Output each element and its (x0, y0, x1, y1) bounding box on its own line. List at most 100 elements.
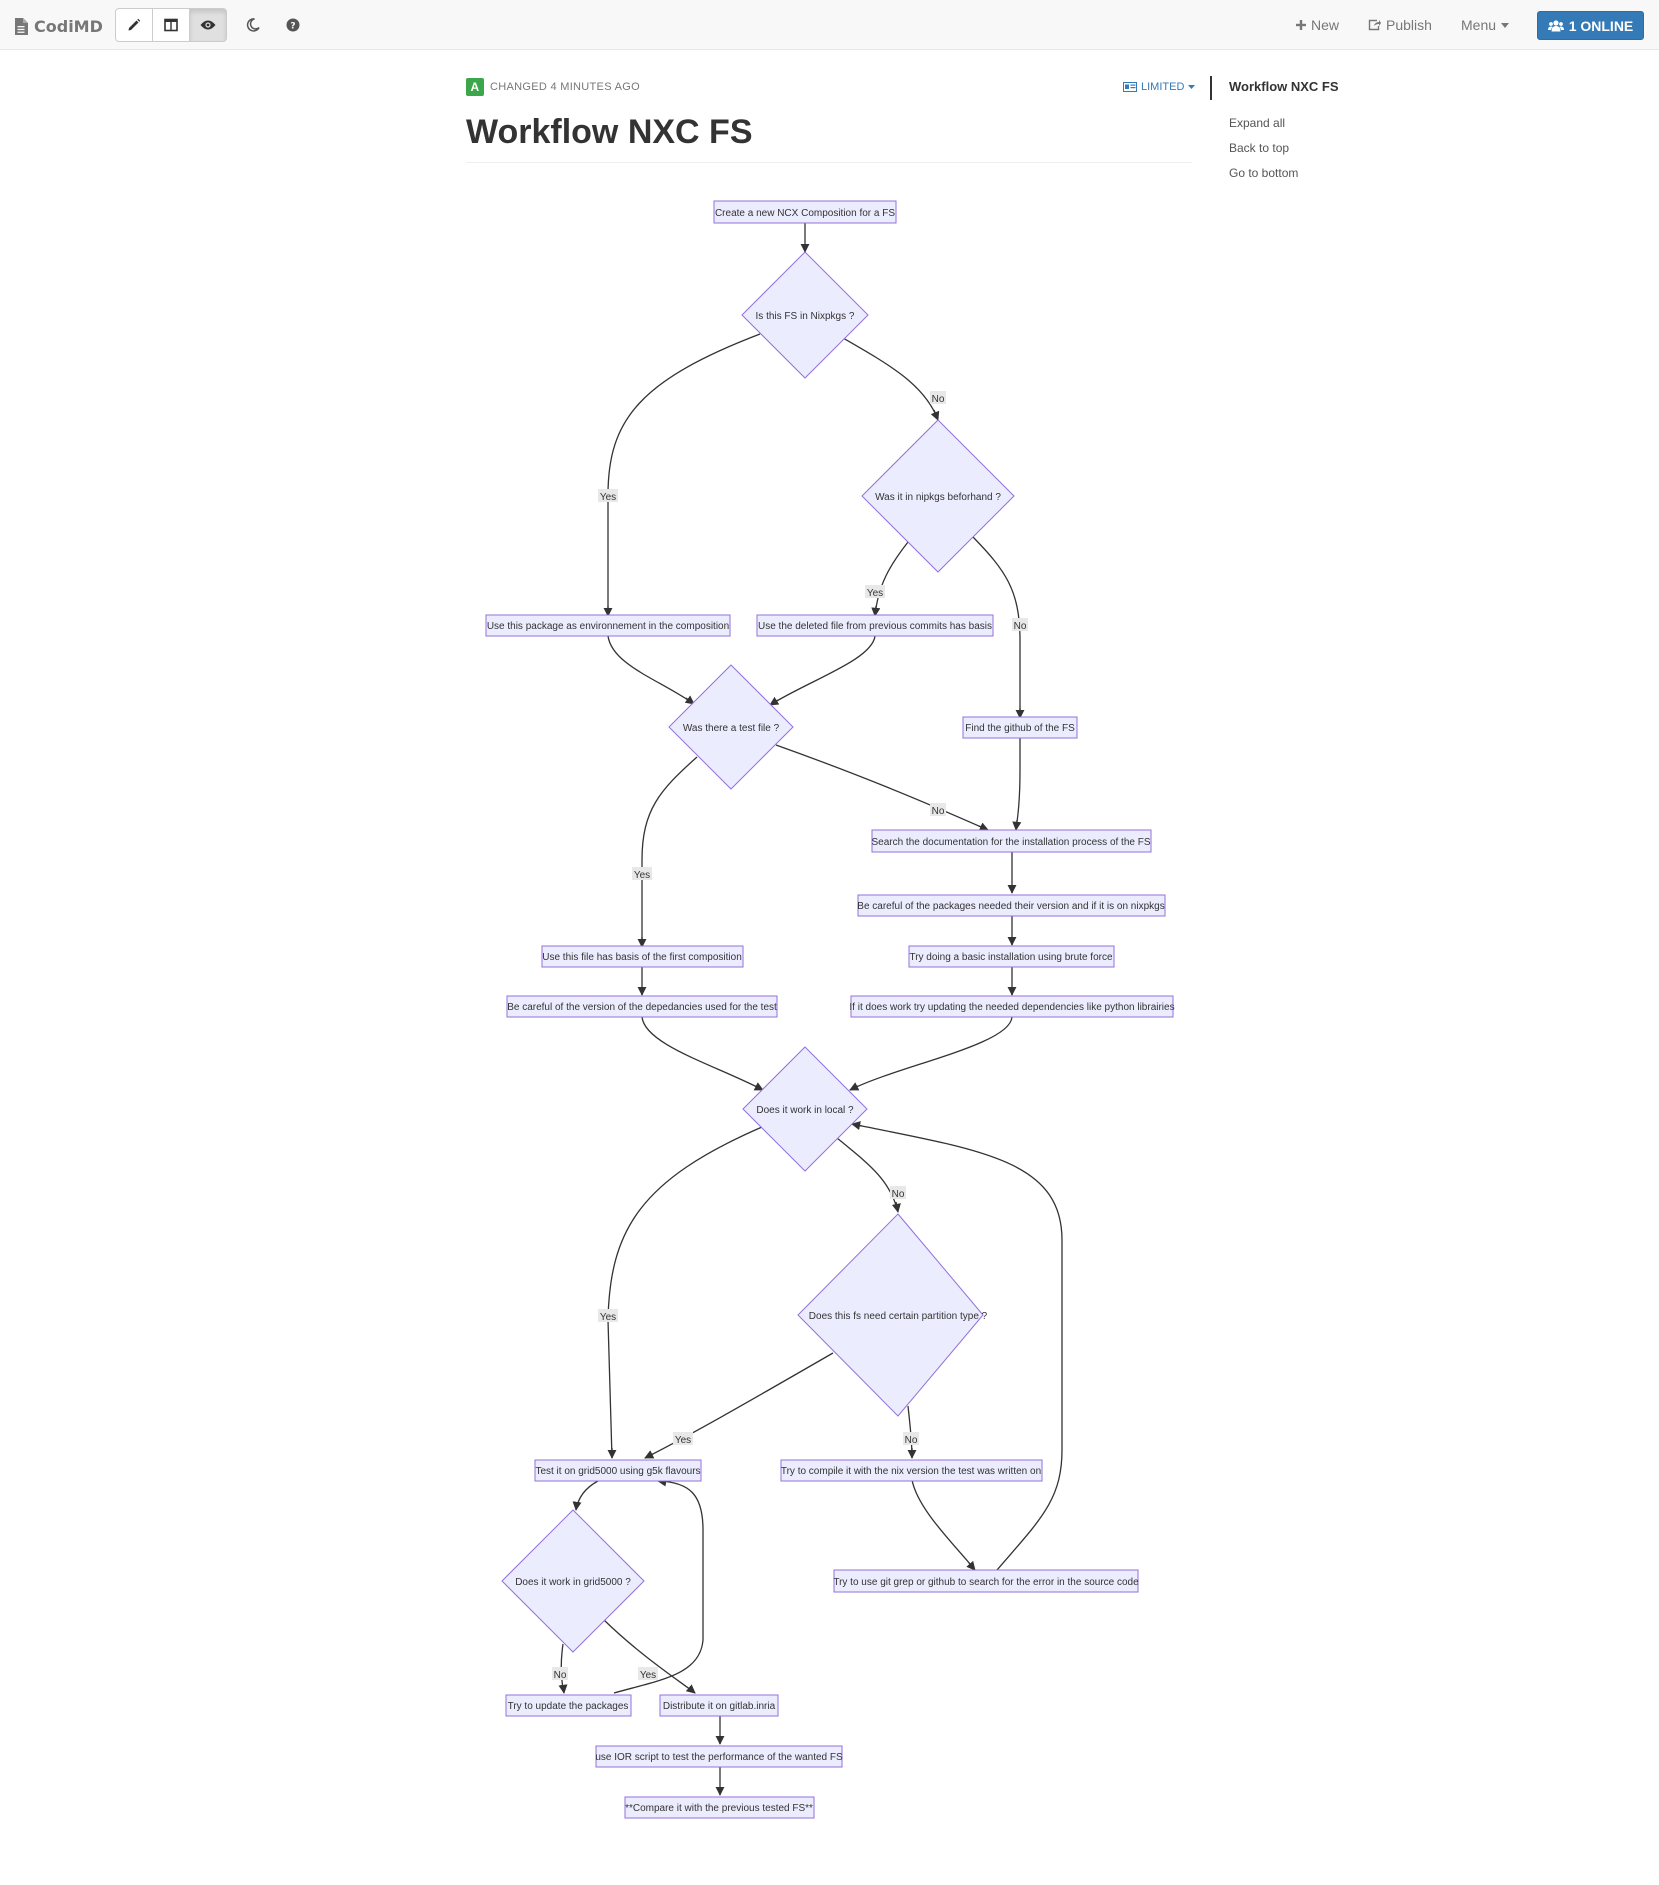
edge-label-no: No (903, 1432, 919, 1446)
svg-text:Does it work in local ?: Does it work in local ? (756, 1105, 854, 1116)
svg-text:?: ? (290, 22, 295, 32)
navbar: CodiMD (0, 0, 1659, 50)
svg-text:No: No (1014, 621, 1027, 632)
edge-label-no: No (1012, 618, 1028, 632)
node-update-dependencies: If it does work try updating the needed … (849, 995, 1175, 1018)
help-button[interactable]: ? (281, 13, 305, 37)
split-mode-button[interactable] (152, 8, 190, 42)
arrowhead-work-grid-no (558, 1684, 568, 1694)
id-card-icon (1123, 82, 1137, 92)
node-partition-decision: Does this fs need certain partition type… (797, 1213, 988, 1417)
flowchart-arrowheads (558, 243, 1025, 1796)
new-note-button[interactable]: New (1296, 0, 1339, 50)
node-careful-packages: Be careful of the packages needed their … (857, 894, 1166, 917)
node-work-grid5000-decision: Does it work in grid5000 ? (501, 1509, 645, 1653)
node-compare-previous: **Compare it with the previous tested FS… (624, 1796, 815, 1819)
page-title: Workflow NXC FS (466, 113, 753, 151)
svg-text:Yes: Yes (634, 870, 650, 881)
edge-label-no: No (930, 803, 946, 817)
edge-compile-to-git-grep (911, 1479, 976, 1571)
svg-text:Be careful of the packages nee: Be careful of the packages needed their … (857, 901, 1164, 912)
svg-text:Yes: Yes (867, 588, 883, 599)
node-update-packages: Try to update the packages (505, 1694, 632, 1717)
node-distribute-gitlab: Distribute it on gitlab.inria (659, 1694, 779, 1717)
svg-text:Create a new NCX Composition f: Create a new NCX Composition for a FS (715, 208, 895, 219)
edge-git-grep-to-work-local (851, 1123, 1063, 1571)
svg-text:Find the github of the FS: Find the github of the FS (965, 723, 1075, 734)
svg-text:Was there a test file ?: Was there a test file ? (683, 723, 780, 734)
svg-text:No: No (932, 806, 945, 817)
edge-update-packages-to-test-grid (613, 1480, 704, 1694)
svg-text:Use the deleted file from prev: Use the deleted file from previous commi… (758, 621, 992, 632)
node-compile-nix: Try to compile it with the nix version t… (780, 1459, 1043, 1482)
publish-button[interactable]: Publish (1368, 0, 1432, 50)
flowchart-nodes: Create a new NCX Composition for a FS Is… (485, 200, 1175, 1819)
edge-test-file-yes (641, 756, 698, 947)
edge-find-github-to-search-doc (1015, 738, 1021, 831)
edge-careful-versions-to-work-local (641, 1016, 764, 1091)
node-use-test-file: Use this file has basis of the first com… (541, 945, 744, 968)
svg-text:No: No (892, 1189, 905, 1200)
toc-item-title[interactable]: Workflow NXC FS (1229, 79, 1339, 94)
users-icon (1547, 19, 1564, 31)
edge-update-deps-to-work-local (849, 1016, 1013, 1091)
author-avatar[interactable]: A (466, 78, 484, 96)
node-beforehand-decision: Was it in nipkgs beforhand ? (861, 419, 1015, 573)
svg-text:Yes: Yes (675, 1435, 691, 1446)
arrowhead-in-nixpkgs-no (930, 409, 940, 421)
menu-dropdown[interactable]: Menu (1461, 0, 1510, 50)
node-find-github: Find the github of the FS (962, 716, 1078, 739)
online-label: 1 ONLINE (1568, 17, 1634, 34)
arrowhead-test-grid (572, 1501, 582, 1511)
edge-work-local-yes (607, 1126, 763, 1459)
back-to-top-link[interactable]: Back to top (1229, 141, 1290, 155)
edge-beforehand-yes (874, 541, 909, 617)
svg-text:No: No (932, 394, 945, 405)
node-careful-versions: Be careful of the version of the depedan… (506, 995, 778, 1018)
svg-text:Was it in nipkgs beforhand ?: Was it in nipkgs beforhand ? (875, 492, 1001, 503)
permission-dropdown[interactable]: LIMITED (1123, 79, 1196, 95)
arrowhead-careful-versions (753, 1082, 764, 1091)
edge-label-yes: Yes (638, 1667, 658, 1681)
svg-text:Yes: Yes (600, 492, 616, 503)
view-mode-button[interactable] (189, 8, 227, 42)
arrowhead-beforehand-yes (871, 605, 881, 617)
svg-text:Try doing a basic installation: Try doing a basic installation using bru… (909, 952, 1113, 963)
brand-name: CodiMD (34, 16, 103, 36)
arrowhead-compile (966, 1560, 976, 1571)
edge-beforehand-no (972, 536, 1021, 718)
brand-link[interactable]: CodiMD (14, 14, 103, 38)
arrowhead-git-grep (851, 1121, 863, 1131)
edge-label-yes: Yes (632, 867, 652, 881)
svg-text:Try to compile it with the nix: Try to compile it with the nix version t… (781, 1466, 1041, 1477)
svg-text:Try to use git grep or github: Try to use git grep or github to search … (833, 1577, 1139, 1588)
edge-use-deleted-to-test-file (769, 635, 876, 706)
go-to-bottom-link[interactable]: Go to bottom (1229, 166, 1299, 180)
night-mode-button[interactable] (241, 13, 265, 37)
svg-text:**Compare it with the previous: **Compare it with the previous tested FS… (625, 1803, 813, 1814)
svg-text:Search the documentation for t: Search the documentation for the install… (871, 837, 1150, 848)
edge-label-no: No (930, 391, 946, 405)
edge-in-nixpkgs-yes (607, 333, 761, 616)
permission-label: LIMITED (1141, 81, 1185, 93)
svg-text:Yes: Yes (600, 1312, 616, 1323)
arrowhead-test-file-no (978, 822, 989, 831)
question-circle-icon: ? (286, 18, 300, 32)
edge-work-local-no (836, 1137, 899, 1213)
online-users-button[interactable]: 1 ONLINE (1537, 11, 1644, 40)
view-mode-group (115, 8, 227, 42)
expand-all-link[interactable]: Expand all (1229, 116, 1286, 130)
svg-text:Be careful of the version of t: Be careful of the version of the depedan… (507, 1002, 777, 1013)
svg-text:Test it on grid5000 using g5k: Test it on grid5000 using g5k flavours (535, 1466, 700, 1477)
node-in-nixpkgs-decision: Is this FS in Nixpkgs ? (741, 251, 869, 379)
svg-text:Does it work in grid5000 ?: Does it work in grid5000 ? (515, 1577, 631, 1588)
moon-icon (246, 18, 260, 32)
pencil-icon (128, 18, 141, 31)
svg-text:No: No (905, 1435, 918, 1446)
flowchart-edge-labels: No Yes Yes No No Yes No Yes Yes No No Ye… (552, 391, 1028, 1681)
flowchart-edges (560, 223, 1063, 1795)
edge-label-yes: Yes (598, 489, 618, 503)
edge-test-grid-to-work-grid (575, 1480, 599, 1511)
changed-time: CHANGED 4 MINUTES AGO (490, 81, 640, 93)
caret-down-icon (1501, 22, 1510, 28)
